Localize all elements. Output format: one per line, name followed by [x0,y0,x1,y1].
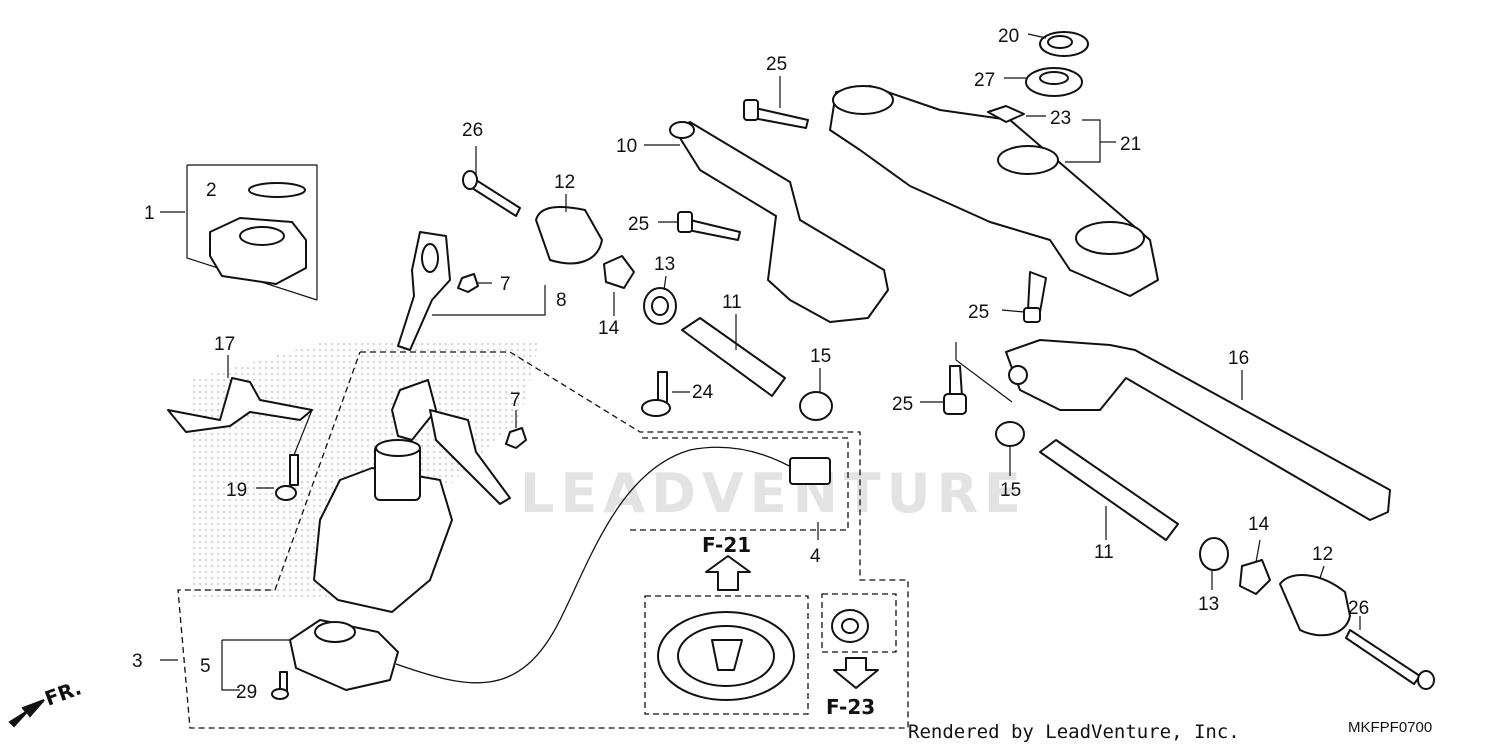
callout-13-right: 13 [1198,594,1219,615]
callout-10: 10 [616,136,637,157]
part-8-key[interactable] [397,231,546,351]
part-1-switch-cover[interactable] [186,164,318,301]
callout-17: 17 [214,334,235,355]
assembly-outline [177,351,909,729]
callout-25-lower: 25 [892,394,913,415]
callout-27: 27 [974,70,995,91]
callout-15-left: 15 [810,346,831,367]
part-16-handlebar-right[interactable] [1005,339,1391,521]
part-15-gear-right[interactable] [995,421,1025,447]
callout-11-left: 11 [722,292,742,313]
ref-f21[interactable]: F-21 [702,533,751,557]
callout-8: 8 [556,290,567,311]
arrow-up-f21 [705,555,751,591]
part-ignition-switch-assembly[interactable] [313,379,511,613]
diagram-code: MKFPF0700 [1348,719,1432,736]
callout-7-lower: 7 [510,390,521,411]
callout-13-left: 13 [654,254,675,275]
callout-25-top: 25 [766,54,787,75]
part-13-bushing-left[interactable] [643,287,677,325]
callout-1: 1 [144,203,155,224]
part-26-bolt-right[interactable] [1345,629,1435,690]
front-direction-arrow-icon [8,699,45,728]
lock-cylinder-box [821,593,897,653]
part-12-weight-right[interactable] [1279,573,1351,637]
part-7-nut-top[interactable] [457,273,479,293]
part-14-collar-left[interactable] [603,255,635,289]
callout-11-right: 11 [1094,542,1114,563]
part-25-bolt-right-top[interactable] [1023,271,1047,323]
callout-26-right: 26 [1348,598,1369,619]
callout-4: 4 [810,546,821,567]
ref-f23[interactable]: F-23 [826,695,875,719]
part-11-rod-left[interactable] [681,317,786,397]
front-direction-label: FR. [42,675,85,710]
rendered-by-credit: Rendered by LeadVenture, Inc. [908,721,1240,743]
part-26-bolt-left[interactable] [462,170,521,217]
part-25-bolt-right-lower[interactable] [943,342,1013,415]
part-24-bolt[interactable] [641,371,671,417]
callout-14-left: 14 [598,318,620,339]
callout-24: 24 [692,382,714,403]
part-10-handlebar-left[interactable] [644,121,889,323]
callout-19: 19 [226,480,247,501]
fuel-cap-box [644,595,809,715]
callout-23: 23 [1050,108,1071,129]
watermark-text: LEADVENTURE [520,462,1027,525]
callout-15-right: 15 [1000,480,1021,501]
callout-25-mid: 25 [628,214,649,235]
part-27-nut[interactable] [1025,67,1083,97]
part-11-rod-right[interactable] [1039,439,1179,541]
part-14-collar-right[interactable] [1239,559,1271,595]
callout-12-right: 12 [1312,544,1333,565]
part-15-gear-left[interactable] [799,391,833,421]
callout-29: 29 [236,682,257,703]
callout-12-left: 12 [554,172,575,193]
callout-20: 20 [998,26,1019,47]
part-20-cap[interactable] [1039,31,1089,57]
part-5-switch-unit[interactable] [289,446,831,691]
callout-5: 5 [200,656,211,677]
leader-lines [160,33,1361,691]
part-23-plate[interactable] [987,105,1025,123]
callout-21: 21 [1120,134,1141,155]
callout-25-right: 25 [968,302,989,323]
part-12-weight-left[interactable] [535,206,603,265]
callout-3: 3 [132,651,143,672]
part-7-nut-lower[interactable] [505,427,527,449]
callout-26-left: 26 [462,120,483,141]
part-29-screw[interactable] [271,671,289,700]
callout-2: 2 [206,180,217,201]
part-19-screw[interactable] [275,409,313,501]
part-13-bushing-right[interactable] [1199,537,1229,571]
callout-16: 16 [1228,348,1249,369]
part-25-bolt-mid[interactable] [677,211,741,241]
part-21-top-bridge[interactable] [829,85,1159,297]
part-25-bolt-top[interactable] [743,99,809,129]
arrow-down-f23 [833,657,879,689]
callout-7-top: 7 [500,274,511,295]
callout-14-right: 14 [1248,514,1270,535]
